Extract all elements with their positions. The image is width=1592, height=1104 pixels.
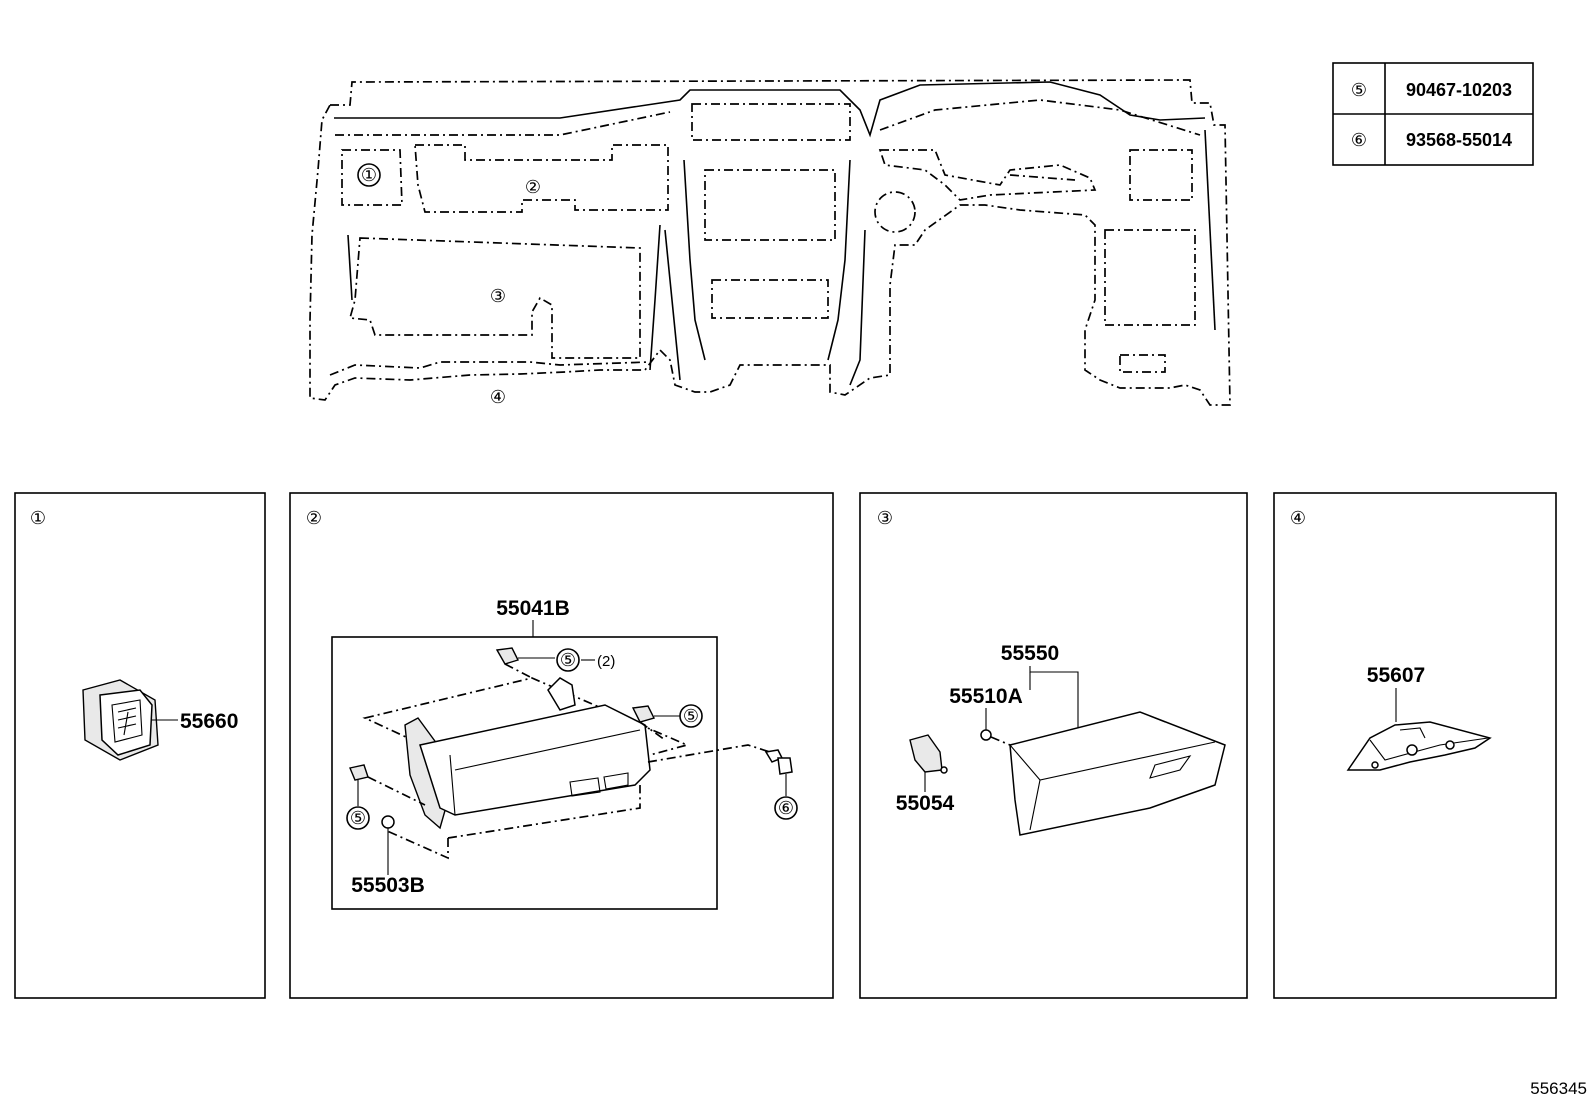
part-55550-label: 55550 [1001, 642, 1059, 665]
svg-text:⑥: ⑥ [778, 798, 794, 818]
part-55510A-drawing [980, 729, 992, 741]
clip-5-left: ⑤ [346, 764, 426, 830]
part-55607-drawing [1346, 721, 1492, 771]
svg-text:⑤: ⑤ [350, 808, 366, 828]
overview-marker-1: ① [357, 163, 381, 187]
overview-marker-4: ④ [490, 387, 506, 407]
part-55503B-label: 55503B [351, 874, 425, 897]
assembly-55041B-label: 55041B [496, 597, 570, 620]
part-55660-label: 55660 [180, 710, 238, 733]
part-55607-label: 55607 [1367, 664, 1425, 687]
panel-2: ② 55041B ⑤ (2) [289, 492, 834, 999]
svg-text:④: ④ [490, 387, 506, 407]
panel-4-marker: ④ [1290, 508, 1306, 528]
glove-box-door-drawing [362, 677, 690, 860]
svg-text:③: ③ [490, 286, 506, 306]
ref-row-2-marker: ⑥ [1351, 130, 1367, 150]
reference-table: ⑤ 90467-10203 ⑥ 93568-55014 [1332, 62, 1534, 166]
part-55510A-label: 55510A [949, 685, 1023, 708]
svg-text:⑤: ⑤ [683, 706, 699, 726]
part-55550-drawing [1009, 711, 1226, 836]
panel-2-marker: ② [306, 508, 322, 528]
ref-row-2-part-number: 93568-55014 [1406, 130, 1512, 150]
figure-id: 556345 [1530, 1079, 1587, 1098]
callout-qty: (2) [597, 653, 615, 670]
svg-text:①: ① [361, 165, 377, 185]
part-55054-drawing [909, 734, 948, 792]
ref-row-1-marker: ⑤ [1351, 80, 1367, 100]
part-55503B-drawing [381, 815, 395, 875]
clip-5-top: ⑤ (2) [495, 647, 615, 679]
overview-marker-2: ② [525, 177, 541, 197]
ref-row-1-part-number: 90467-10203 [1406, 80, 1512, 100]
clip-5-right: ⑤ [631, 704, 703, 741]
panel-1: ① 55660 [14, 492, 266, 999]
panel-1-marker: ① [30, 508, 46, 528]
panel-3: ③ 55550 55510A 55054 [859, 492, 1248, 999]
overview-marker-3: ③ [490, 286, 506, 306]
assembly-55041B-box [331, 636, 718, 910]
svg-text:②: ② [525, 177, 541, 197]
svg-text:⑤: ⑤ [560, 650, 576, 670]
screw-6: ⑥ [647, 744, 798, 820]
panel-3-marker: ③ [877, 508, 893, 528]
part-55660-drawing [82, 679, 159, 761]
instrument-panel-overview [309, 79, 1231, 406]
part-55054-label: 55054 [896, 792, 955, 815]
panel-4: ④ 55607 [1273, 492, 1557, 999]
